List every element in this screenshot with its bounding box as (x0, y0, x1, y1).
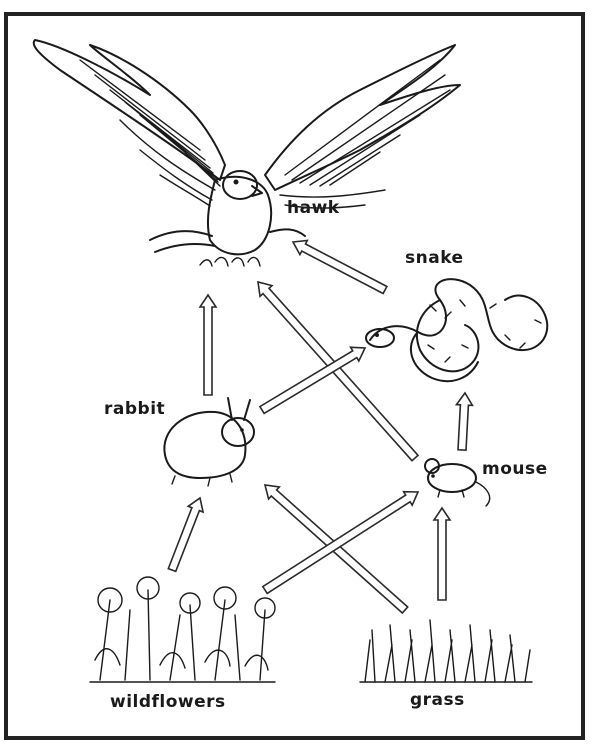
arrows-group (168, 241, 472, 614)
label-grass: grass (410, 690, 465, 710)
arrow-rabbit-to-hawk (200, 295, 216, 395)
label-snake: snake (405, 248, 464, 268)
label-mouse: mouse (482, 459, 548, 479)
arrow-mouse-to-snake (456, 393, 472, 450)
snake-illustration (366, 279, 547, 381)
label-hawk: hawk (287, 198, 340, 218)
label-wildflowers: wildflowers (110, 692, 226, 712)
arrow-wildflowers-to-rabbit (168, 498, 203, 571)
arrow-mouse-to-hawk (258, 282, 418, 461)
wildflowers-illustration (90, 577, 275, 682)
arrow-grass-to-mouse (434, 508, 450, 600)
hawk-illustration (34, 40, 460, 266)
mouse-illustration (425, 459, 490, 506)
arrow-snake-to-hawk (293, 241, 387, 294)
grass-illustration (360, 620, 532, 682)
label-rabbit: rabbit (104, 399, 165, 419)
rabbit-illustration (164, 398, 254, 486)
